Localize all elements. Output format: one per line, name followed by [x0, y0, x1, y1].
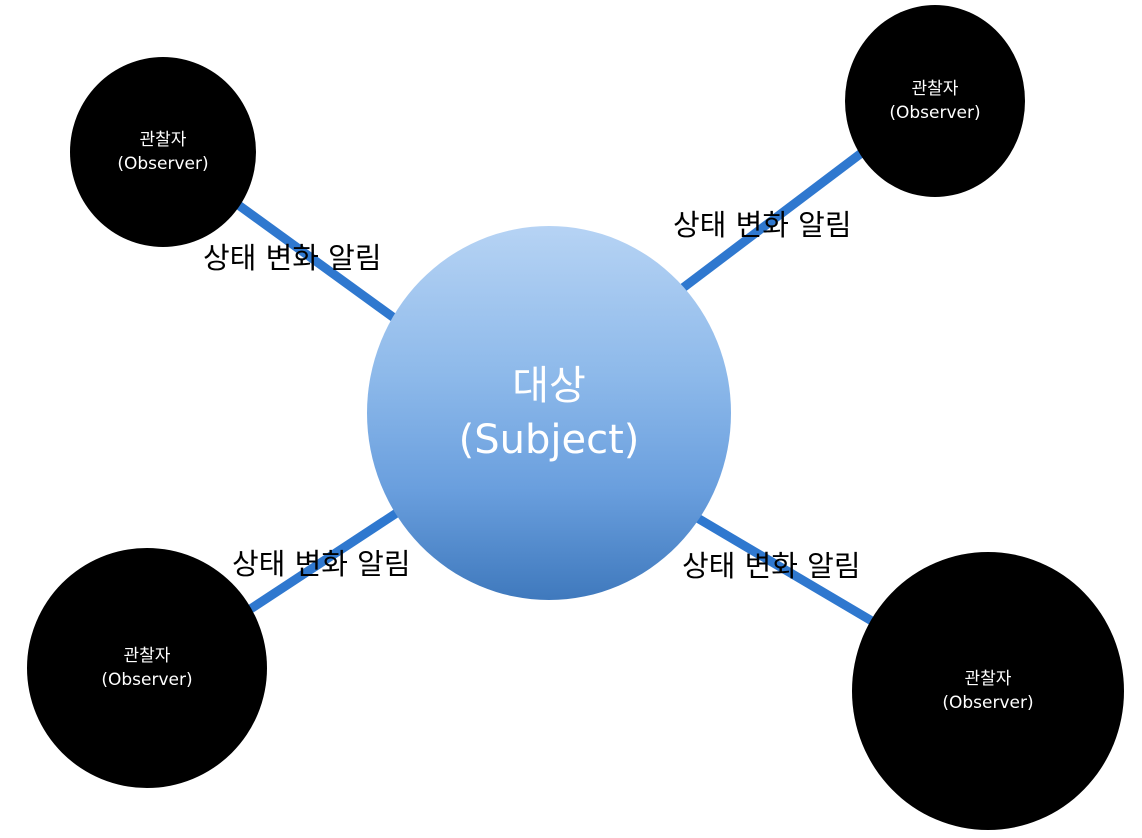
- observer-node-top-right: 관찰자 (Observer): [845, 5, 1025, 197]
- observer-name: 관찰자: [139, 130, 187, 150]
- observer-english-name: (Observer): [889, 103, 981, 123]
- arrow-to-bottom-right-observer: [669, 499, 913, 646]
- subject-name: 대상: [512, 363, 586, 409]
- observer-name: 관찰자: [911, 79, 959, 99]
- observer-english-name: (Observer): [117, 154, 209, 174]
- subject-node: 대상 (Subject): [367, 226, 731, 600]
- edge-label-top-left: 상태 변화 알림: [203, 241, 382, 275]
- edge-label-bottom-left: 상태 변화 알림: [232, 547, 411, 581]
- observer-name: 관찰자: [964, 669, 1012, 689]
- subject-english-name: (Subject): [458, 417, 640, 463]
- observer-node-bottom-right: 관찰자 (Observer): [852, 552, 1124, 830]
- edge-label-bottom-right: 상태 변화 알림: [682, 549, 861, 583]
- observer-name: 관찰자: [123, 646, 171, 666]
- edge-label-top-right: 상태 변화 알림: [673, 208, 852, 242]
- observer-english-name: (Observer): [101, 670, 193, 690]
- observer-node-bottom-left: 관찰자 (Observer): [27, 548, 267, 788]
- observer-node-top-left: 관찰자 (Observer): [70, 57, 256, 247]
- observer-english-name: (Observer): [942, 693, 1034, 713]
- arrow-to-top-right-observer: [652, 129, 893, 313]
- arrow-to-bottom-left-observer: [203, 489, 430, 640]
